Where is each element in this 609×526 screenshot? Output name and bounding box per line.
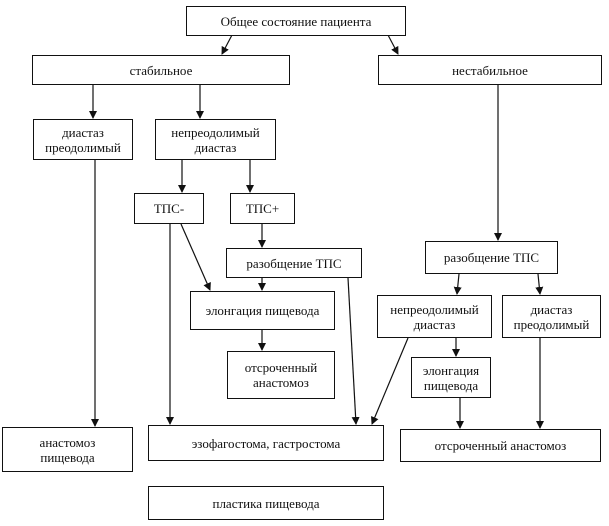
node-unstable: нестабильное [378, 55, 602, 85]
node-elongation-left: элонгация пищевода [190, 291, 335, 330]
arrow-state-to-unstable [387, 34, 399, 55]
node-stable: стабильное [32, 55, 290, 85]
arrow-state-to-stable [221, 34, 233, 55]
arrow-tps-minus-to-elongation [180, 223, 211, 291]
arrow-separation-to-gap-surmountable [535, 273, 544, 295]
node-elongation-right: элонгация пищевода [411, 357, 491, 398]
node-delayed-anastomosis-right: отсроченный анастомоз [400, 429, 601, 462]
node-separation-tps-left: разобщение ТПС [226, 248, 362, 278]
node-delayed-anastomosis-left: отсроченный анастомоз [227, 351, 335, 399]
node-tps-plus: ТПС+ [230, 193, 295, 224]
arrow-gap-insurmountable-to-esophagostomy [371, 337, 409, 425]
node-esophagostomy: эзофагостома, гастростома [148, 425, 384, 461]
node-tps-minus: ТПС- [134, 193, 204, 224]
node-gap-surmountable-right: диастаз преодолимый [502, 295, 601, 338]
arrow-separation-to-esophagostomy [347, 277, 360, 425]
node-gap-insurmountable-right: непреодолимый диастаз [377, 295, 492, 338]
node-anastomosis-esophagus: анастомоз пищевода [2, 427, 133, 472]
node-gap-surmountable-left: диастаз преодолимый [33, 119, 133, 160]
node-gap-insurmountable-left: непреодолимый диастаз [155, 119, 276, 160]
node-separation-tps-right: разобщение ТПС [425, 241, 558, 274]
arrow-separation-to-gap-insurmountable [453, 273, 462, 295]
node-esophagoplasty: пластика пищевода [148, 486, 384, 520]
node-patient-state: Общее состояние пациента [186, 6, 406, 36]
